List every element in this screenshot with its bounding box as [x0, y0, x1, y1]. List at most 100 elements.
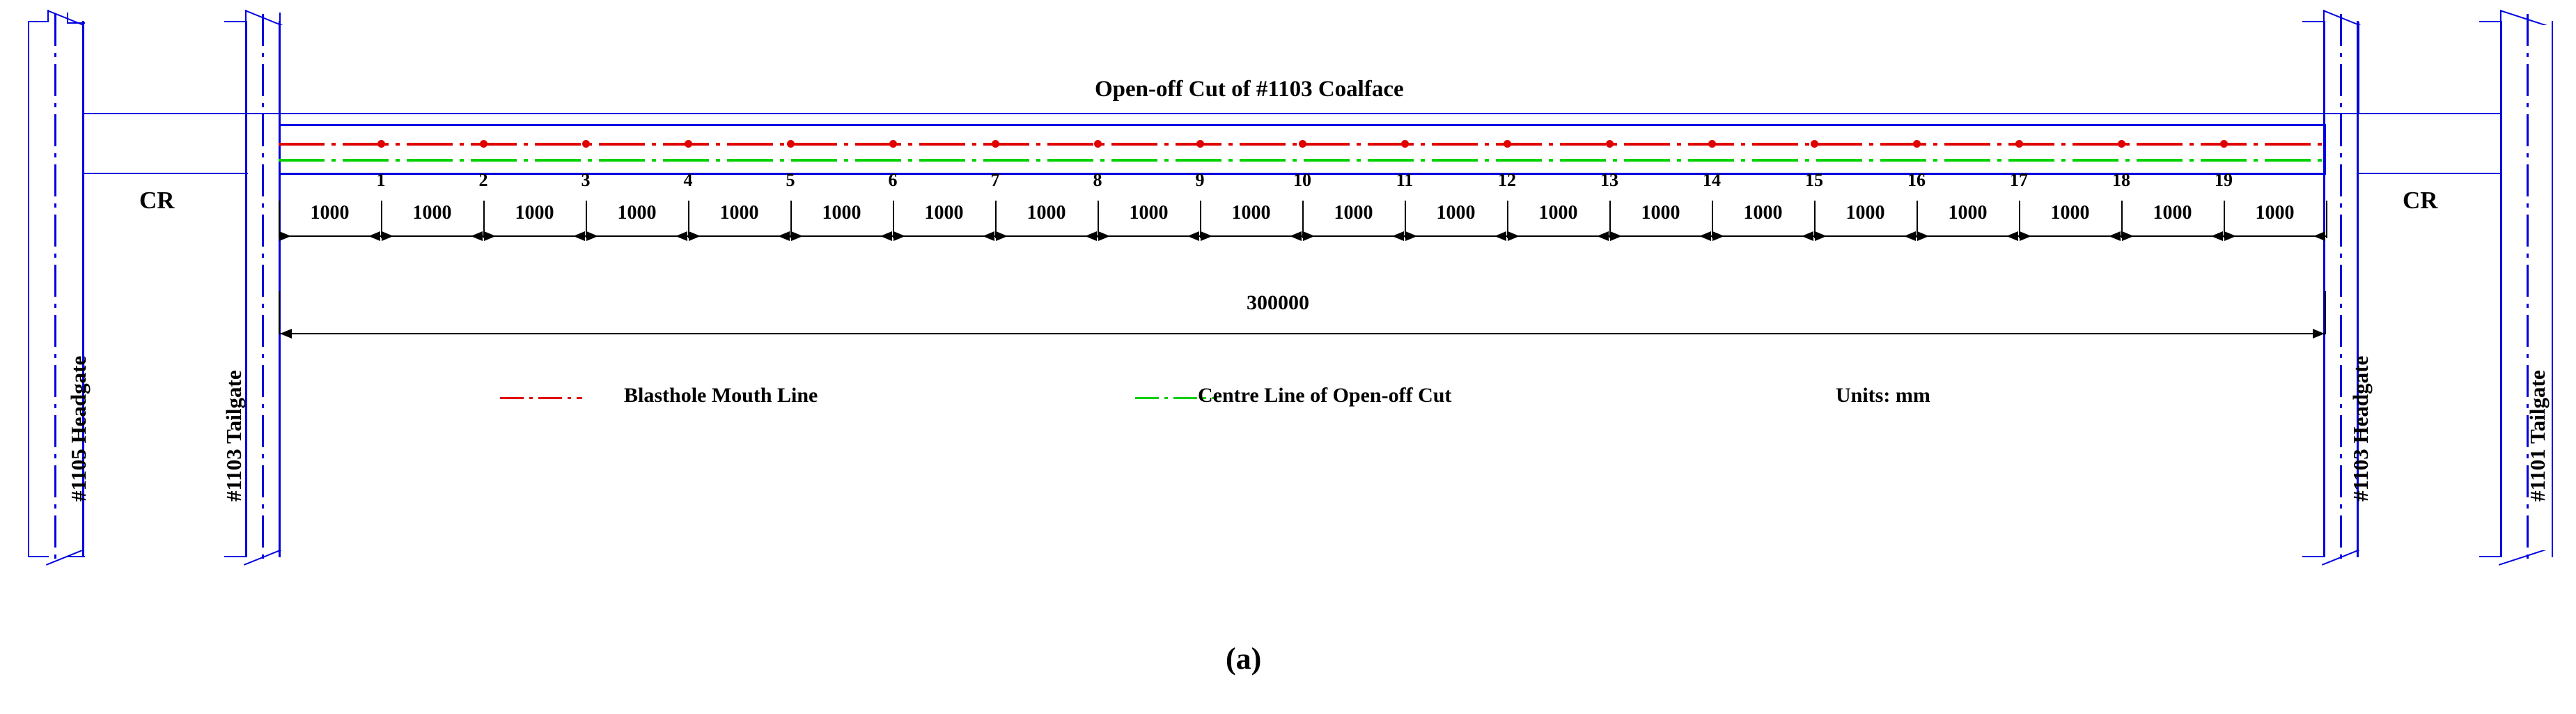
dimension-arrow-right — [880, 231, 892, 241]
dimension-tick — [1200, 201, 1201, 238]
figure-caption: (a) — [1226, 642, 1262, 676]
dimension-tick — [1302, 201, 1304, 238]
right-outer-wall-right — [2552, 21, 2553, 557]
dimension-tick — [2019, 201, 2020, 238]
dimension-arrow-left — [279, 231, 291, 241]
blasthole-dot — [684, 140, 692, 148]
figure-title: Open-off Cut of #1103 Coalface — [1095, 77, 1404, 102]
dimension-arrow-left — [2020, 231, 2031, 241]
legend-label-blasthole: Blasthole Mouth Line — [624, 384, 818, 407]
blasthole-number: 3 — [581, 170, 591, 190]
blasthole-number: 19 — [2215, 170, 2233, 190]
blasthole-number: 18 — [2112, 170, 2130, 190]
dimension-tick — [893, 201, 894, 238]
dimension-label: 1000 — [2050, 202, 2090, 224]
blasthole-number: 11 — [1396, 170, 1414, 190]
blasthole-dot — [991, 140, 999, 148]
blasthole-number: 7 — [990, 170, 1000, 190]
dimension-tick — [1098, 201, 1099, 238]
legend-swatch-centreline — [1135, 397, 1217, 399]
dimension-arrow-right — [573, 231, 585, 241]
dimension-tick — [1507, 201, 1508, 238]
dimension-arrow-right — [1904, 231, 1916, 241]
dimension-label: 1000 — [822, 202, 861, 224]
blasthole-dot — [581, 140, 590, 148]
dimension-tick — [790, 201, 792, 238]
right-inner-break-top — [2302, 21, 2325, 22]
blasthole-number: 2 — [478, 170, 488, 190]
dimension-arrow-right — [983, 231, 994, 241]
dimension-tick — [995, 201, 997, 238]
left-outer-break-top — [28, 21, 49, 22]
blasthole-number: 15 — [1805, 170, 1823, 190]
dimension-arrow-right — [2006, 231, 2018, 241]
dimension-arrow-left — [893, 231, 905, 241]
openoff-right-edge-upper — [2358, 22, 2359, 113]
left-inner-break-zig — [245, 10, 247, 22]
right-outer-break-diag-bottom — [2499, 550, 2553, 567]
dimension-tick — [381, 201, 382, 238]
blasthole-dot — [1810, 140, 1818, 148]
blasthole-dot — [1503, 140, 1511, 148]
dimension-label: 1000 — [1538, 202, 1578, 224]
gallery-left-wall — [279, 124, 281, 175]
blasthole-number: 9 — [1195, 170, 1205, 190]
left-outer-break-diag-bottom — [46, 550, 85, 567]
blasthole-number: 8 — [1093, 170, 1102, 190]
dimension-tick — [586, 201, 587, 238]
left-inner-break-bottom — [224, 556, 247, 557]
total-dimension-label: 300000 — [1247, 291, 1309, 314]
dimension-arrow-right — [1597, 231, 1609, 241]
dimension-tick — [1609, 201, 1611, 238]
blasthole-dot — [1298, 140, 1306, 148]
dimension-label: 1000 — [1334, 202, 1373, 224]
dimension-arrow-right — [1085, 231, 1097, 241]
right-outer-break-diag — [2500, 10, 2553, 25]
dimension-label: 1000 — [1845, 202, 1885, 224]
right-outer-break-zig — [2500, 10, 2501, 22]
dimension-arrow-left — [2122, 231, 2134, 241]
right-inner-break-diag — [2323, 10, 2361, 25]
dimension-arrow-left — [1917, 231, 1929, 241]
blasthole-dot — [889, 140, 897, 148]
right-outer-break-bottom — [2479, 556, 2501, 557]
gallery-top-wall — [279, 124, 2326, 126]
dimension-arrow-left — [2224, 231, 2236, 241]
left-inner-wall-right — [279, 21, 281, 557]
dimension-label: 1000 — [924, 202, 964, 224]
gallery-right-wall — [2324, 124, 2326, 175]
right-inner-break-bottom — [2302, 556, 2325, 557]
openoff-centre-line — [279, 159, 2326, 162]
left-inner-break-top — [224, 21, 247, 22]
dimension-arrow-right — [2109, 231, 2121, 241]
right-inner-wall-right — [2357, 21, 2359, 557]
blasthole-number: 17 — [2010, 170, 2028, 190]
right-cr-top — [2358, 113, 2501, 114]
blasthole-number: 1 — [376, 170, 386, 190]
dimension-arrow-left — [996, 231, 1008, 241]
dimension-tick — [688, 201, 689, 238]
dimension-label: 1000 — [1129, 202, 1169, 224]
dimension-label: 1000 — [515, 202, 554, 224]
dimension-tick — [1712, 201, 1713, 238]
blasthole-dot — [2219, 140, 2228, 148]
dimension-arrow-left — [1712, 231, 1724, 241]
dimension-tick — [2326, 201, 2327, 238]
dimension-arrow-right — [1494, 231, 1506, 241]
blasthole-dot — [377, 140, 385, 148]
blasthole-number: 4 — [683, 170, 693, 190]
dimension-tick — [483, 201, 485, 238]
dimension-arrow-right — [368, 231, 380, 241]
dimension-arrow-left — [484, 231, 496, 241]
left-cr-label: CR — [139, 187, 175, 214]
blasthole-dot — [786, 140, 795, 148]
right-cr-label: CR — [2403, 187, 2438, 214]
blasthole-number: 13 — [1600, 170, 1618, 190]
dimension-label: 1000 — [412, 202, 452, 224]
dimension-label: 1000 — [1948, 202, 1988, 224]
blasthole-number: 10 — [1293, 170, 1311, 190]
total-dim-arrow-left — [280, 329, 292, 339]
left-cr-bottom — [82, 173, 248, 174]
blasthole-number: 14 — [1703, 170, 1721, 190]
